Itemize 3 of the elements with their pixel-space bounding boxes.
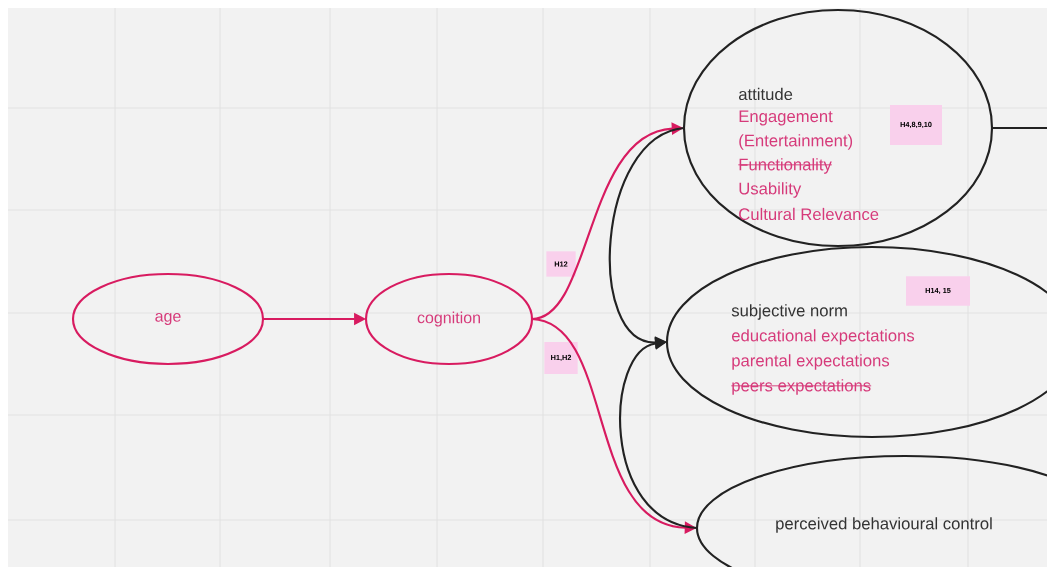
ellipse-node: cognition: [364, 272, 534, 366]
arrow: [619, 337, 697, 530]
ellipse-node: age: [71, 272, 265, 366]
